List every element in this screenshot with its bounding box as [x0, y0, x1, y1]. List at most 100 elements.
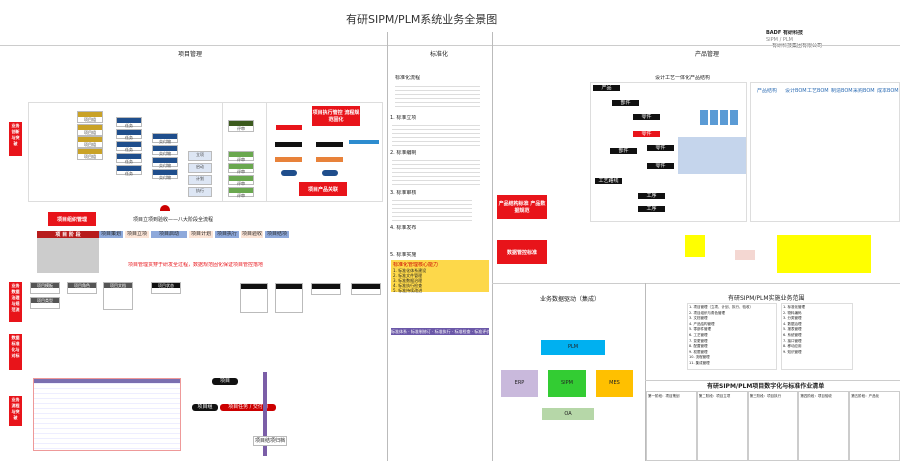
stage-tab[interactable]: 项目执行	[215, 231, 239, 238]
review-box[interactable]: 评审	[228, 175, 254, 186]
left-label-standardization: 数据标准化与对标	[9, 334, 22, 370]
diagram-shape: 项目组	[84, 117, 96, 122]
red-box-project-organization: 项目组织管理	[48, 212, 96, 226]
task-box[interactable]: 任务	[116, 129, 142, 140]
flow-box[interactable]: 启动	[188, 163, 212, 173]
review-box[interactable]: 评审	[228, 187, 254, 198]
task-box[interactable]: 任务	[116, 141, 142, 152]
diagram-shape	[351, 283, 381, 295]
stage-tab[interactable]: 项目启动	[151, 231, 187, 238]
page-title: 有研SIPM/PLM系统业务全景图	[346, 13, 498, 26]
diagram-shape: 1. 标准化管理	[783, 305, 805, 309]
diagram-shape: 第三阶段：项目执行	[749, 394, 782, 398]
diagram-shape: 10. 流程管理	[689, 355, 710, 360]
red-box-execution-control: 项目执行管控 流程规范固化	[312, 106, 360, 126]
diagram-shape	[492, 32, 493, 461]
biz-node-plm[interactable]: PLM	[541, 340, 605, 355]
diagram-shape: 项目模板	[31, 283, 59, 288]
diagram-shape: 4. 标准执行检查	[393, 283, 423, 288]
flow-bottom-node: 项目结项归档	[253, 436, 288, 446]
stage-tab[interactable]: 项目验收	[241, 231, 263, 238]
diagram-shape	[392, 197, 472, 221]
diagram-shape	[700, 110, 738, 125]
flow-box[interactable]: 立项	[188, 151, 212, 161]
lower-box[interactable]: 项目状态	[151, 282, 181, 294]
structure-node[interactable]: 工序	[638, 193, 665, 199]
task-box[interactable]: 任务	[116, 165, 142, 176]
diagram-shape	[117, 130, 141, 135]
flow-box[interactable]: 执行	[188, 187, 212, 197]
diagram-shape	[78, 137, 102, 142]
diagram-shape	[322, 170, 338, 176]
bom-column: 产品结构	[757, 88, 778, 94]
structure-node[interactable]: 部件	[610, 148, 637, 154]
project-group-box[interactable]: 项目组	[77, 136, 103, 148]
structure-node[interactable]: 零件	[647, 145, 674, 151]
project-group-box[interactable]: 项目组	[77, 148, 103, 160]
diagram-shape: 7. 接口管理	[783, 338, 802, 343]
project-note: 项目管理贯穿于研发全过程，数据规范固化保证项目管控落地	[128, 262, 264, 268]
biz-node-sipm[interactable]: SIPM	[548, 370, 586, 397]
task-box[interactable]: 任务	[116, 153, 142, 164]
diagram-shape: 标准化管理核心能力	[393, 262, 439, 268]
diagram-shape	[229, 121, 253, 126]
diagram-shape	[750, 82, 900, 222]
diagram-shape: 9. 权限管理	[689, 349, 708, 354]
deliverable-box[interactable]: 交付物	[152, 157, 178, 168]
lower-box[interactable]: 项目角色	[67, 282, 97, 294]
structure-node[interactable]: 工艺路线	[595, 178, 622, 184]
diagram-shape	[229, 164, 253, 169]
deliverable-box[interactable]: 交付物	[152, 169, 178, 180]
project-group-box[interactable]: 项目组	[77, 111, 103, 123]
diagram-shape: 5. 报表管理	[783, 327, 802, 332]
bom-column: 制造BOM	[831, 88, 853, 94]
spreadsheet-preview	[33, 378, 181, 451]
diagram-shape	[34, 379, 180, 383]
biz-node-mes[interactable]: MES	[596, 370, 633, 397]
diagram-shape: 任务	[125, 159, 133, 164]
review-box[interactable]: 评审	[228, 151, 254, 162]
diagram-shape: 4. 数据治理	[783, 321, 802, 326]
diagram-shape	[777, 235, 871, 273]
diagram-shape: 第二阶段：项目立项	[698, 394, 731, 398]
structure-node[interactable]: 产品	[593, 85, 620, 91]
structure-node[interactable]: 工序	[638, 206, 665, 212]
project-group-box[interactable]: 项目组	[77, 124, 103, 136]
diagram-shape: 1. 标准化管理 2. 物料编码 3. 分类管理 4. 数据治理 5. 报表管理…	[781, 303, 853, 370]
lower-box[interactable]: 项目模板	[30, 282, 60, 294]
stage-tab[interactable]: 项目计划	[189, 231, 213, 238]
diagram-shape: 任务	[125, 171, 133, 176]
structure-node[interactable]: 零件	[647, 163, 674, 169]
diagram-shape: 6. 系统管理	[783, 332, 802, 337]
diagram-shape	[281, 170, 297, 176]
diagram-shape: 项目组	[84, 142, 96, 147]
task-box[interactable]: 任务	[116, 117, 142, 128]
structure-node[interactable]: 零件	[633, 114, 660, 120]
stage-header: 项 目 阶 段	[37, 231, 99, 238]
review-box[interactable]: 评审	[228, 163, 254, 174]
lower-box[interactable]: 项目文档	[103, 282, 133, 310]
deliverable-box[interactable]: 交付物	[152, 133, 178, 144]
diagram-shape: 8. 移动应用	[783, 344, 802, 349]
biz-node-oa[interactable]: OA	[542, 408, 594, 420]
diagram-shape	[78, 125, 102, 130]
digital-col: 第五阶段：产品化	[849, 391, 900, 461]
standard-yellow-box: 标准化管理核心能力 1. 标准化体系建设 2. 标准文件管理 3. 标准数据治理…	[391, 260, 489, 293]
diagram-shape: 启动	[196, 164, 204, 169]
biz-node-erp[interactable]: ERP	[501, 370, 538, 397]
diagram-shape: 9. 知识管理	[783, 349, 802, 354]
diagram-shape	[153, 158, 177, 163]
standard-intro: 标准化流程	[395, 75, 421, 81]
diagram-shape: 7. 变更管理	[689, 338, 708, 343]
stage-tab[interactable]: 项目策划	[99, 231, 123, 238]
review-box[interactable]: 评审	[228, 120, 254, 132]
diagram-shape: 任务	[125, 123, 133, 128]
structure-node[interactable]: 部件	[612, 100, 639, 106]
deliverable-box[interactable]: 交付物	[152, 145, 178, 156]
flow-box[interactable]: 计划	[188, 175, 212, 185]
stage-tab[interactable]: 项目立项	[125, 231, 149, 238]
structure-node[interactable]: 零件	[633, 131, 660, 137]
stage-tab[interactable]: 项目结项	[265, 231, 289, 238]
diagram-shape: 评审	[237, 169, 245, 174]
lower-box[interactable]: 项目类型	[30, 297, 60, 309]
